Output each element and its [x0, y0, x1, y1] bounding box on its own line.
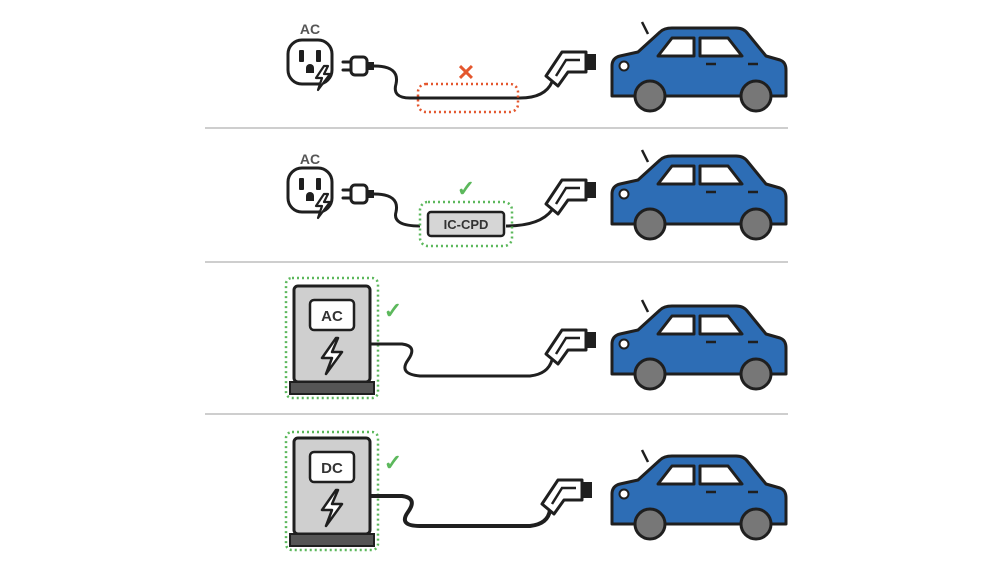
charging-station-icon	[288, 284, 376, 396]
row-ac-station: AC ✓	[284, 276, 788, 400]
plug-icon	[341, 55, 376, 77]
wall-outlet-icon	[286, 166, 334, 220]
icpd-label: IC-CPD	[444, 217, 489, 232]
ev-connector-icon	[544, 50, 598, 88]
row-ac-outlet-direct: AC ✕	[286, 20, 788, 114]
ev-connector-icon	[544, 178, 598, 216]
missing-device-box	[416, 82, 520, 114]
ev-connector-icon	[540, 478, 594, 516]
check-icon: ✓	[384, 450, 402, 475]
charging-cable	[370, 342, 554, 378]
station-highlight-box	[284, 430, 380, 552]
source-label: AC	[300, 21, 320, 37]
icpd-device	[426, 210, 506, 238]
cross-icon: ✕	[457, 60, 475, 85]
car-icon	[610, 148, 788, 241]
car-icon	[610, 448, 788, 541]
station-label: AC	[321, 308, 343, 325]
plug-icon	[341, 183, 376, 205]
check-icon: ✓	[384, 298, 402, 323]
charging-cable	[373, 64, 554, 100]
car-icon	[610, 298, 788, 391]
station-label: DC	[321, 460, 343, 477]
source-label: AC	[300, 151, 320, 167]
ev-connector-icon	[544, 328, 598, 366]
station-highlight-box	[284, 276, 380, 400]
charging-station-icon	[288, 436, 376, 548]
charging-cable	[370, 494, 552, 528]
check-icon: ✓	[457, 176, 475, 201]
wall-outlet-icon	[286, 38, 334, 92]
row-ac-outlet-icpd: AC IC-CPD ✓	[286, 148, 788, 248]
row-dc-station: DC ✓	[284, 430, 788, 552]
icpd-highlight-box	[418, 200, 514, 248]
charging-cable	[373, 192, 554, 228]
car-icon	[610, 20, 788, 113]
